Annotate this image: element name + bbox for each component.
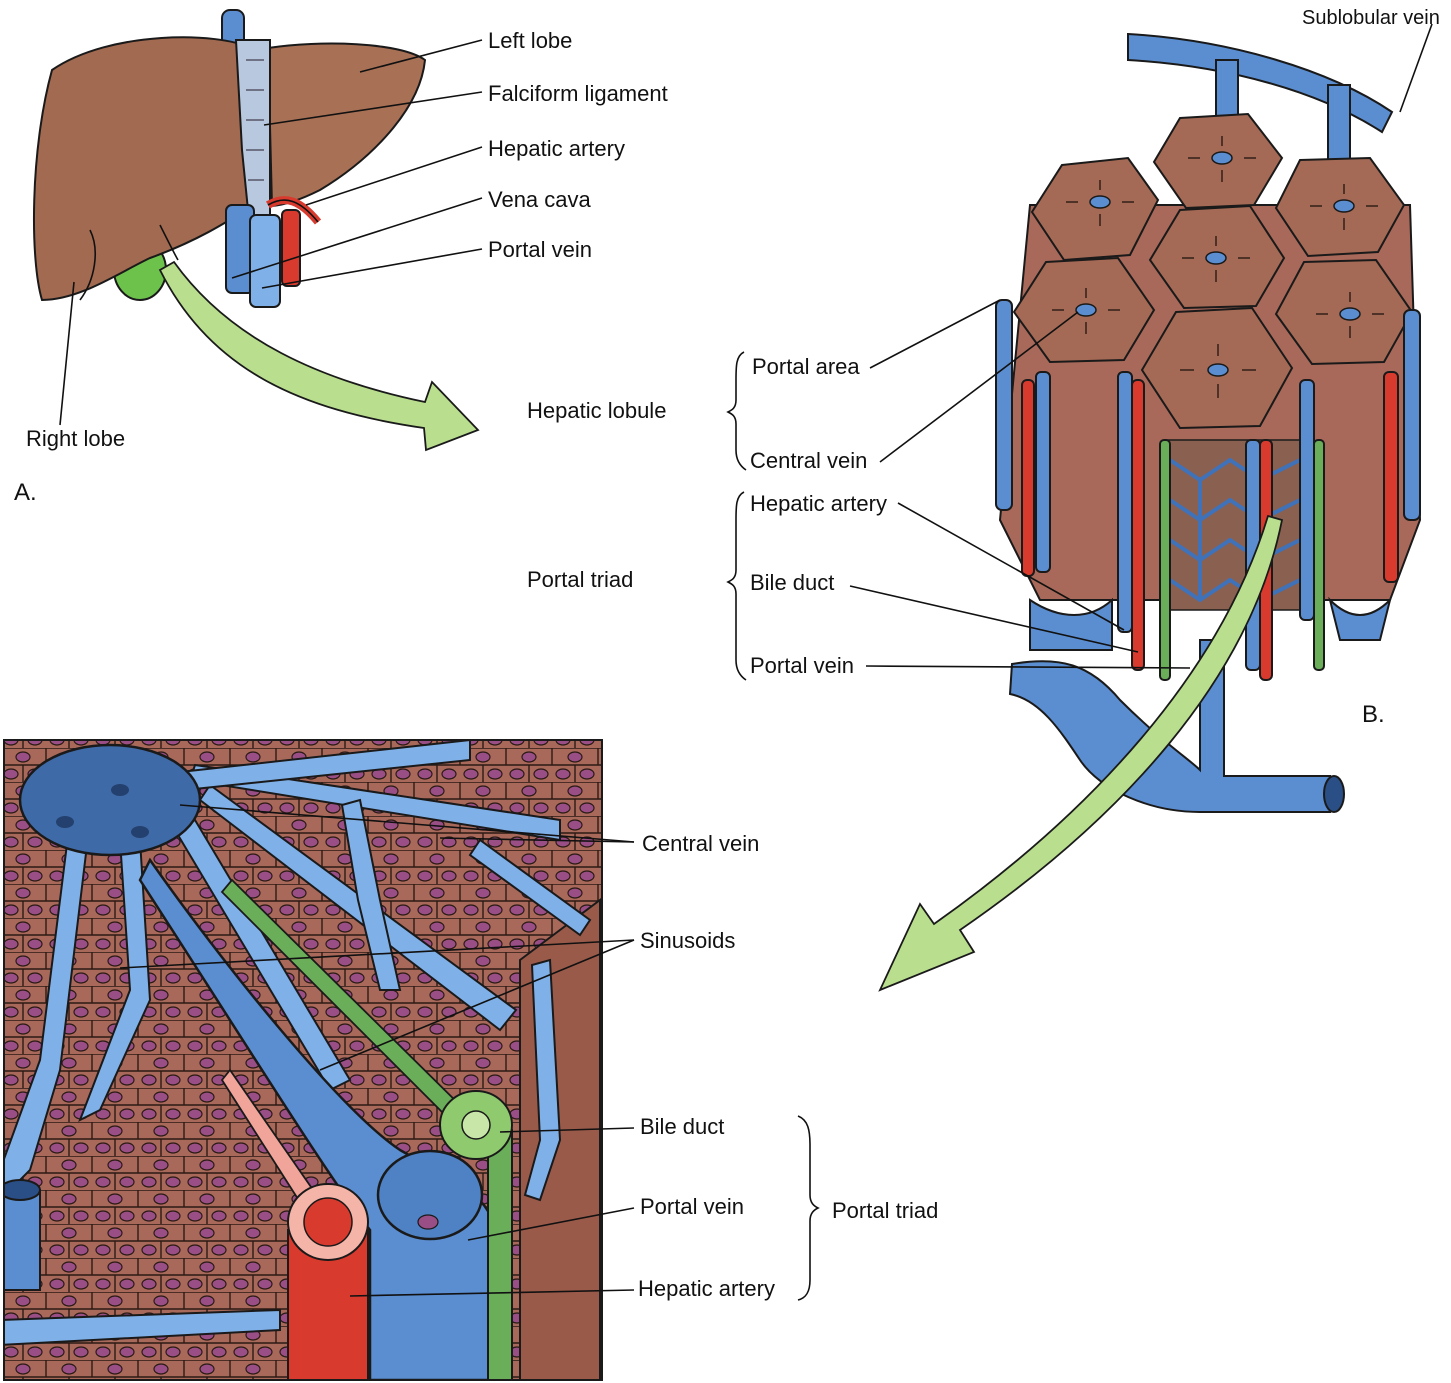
label-bile-duct-c: Bile duct: [640, 1114, 724, 1139]
panel-b-lobules: [996, 34, 1420, 812]
label-falciform-ligament: Falciform ligament: [488, 81, 668, 106]
label-hepatic-lobule: Hepatic lobule: [527, 398, 666, 423]
label-portal-triad-b: Portal triad: [527, 567, 633, 592]
hepatic-artery-a: [282, 210, 300, 286]
label-sinusoids: Sinusoids: [640, 928, 735, 953]
panel-b-letter: B.: [1362, 701, 1385, 728]
label-portal-vein-c: Portal vein: [640, 1194, 744, 1219]
label-central-vein-c: Central vein: [642, 831, 759, 856]
label-portal-vein-b: Portal vein: [750, 653, 854, 678]
label-portal-vein-a: Portal vein: [488, 237, 592, 262]
label-hepatic-artery-b: Hepatic artery: [750, 491, 887, 516]
label-hepatic-artery-a: Hepatic artery: [488, 136, 625, 161]
label-central-vein-b: Central vein: [750, 448, 867, 473]
arrow-a-to-b: [160, 262, 478, 450]
label-portal-area: Portal area: [752, 354, 860, 379]
label-hepatic-artery-c: Hepatic artery: [638, 1276, 775, 1301]
bile-duct-c: [488, 1130, 512, 1380]
central-vein-c: [20, 745, 200, 855]
portal-vein-a: [250, 215, 280, 307]
liver-left-lobe: [268, 44, 425, 206]
panel-a-letter: A.: [14, 479, 37, 506]
sublobular-vein: [1128, 34, 1392, 132]
panel-a-liver: [34, 10, 425, 307]
label-vena-cava: Vena cava: [488, 187, 592, 212]
label-sublobular-vein: Sublobular vein: [1302, 7, 1440, 29]
label-portal-triad-c: Portal triad: [832, 1198, 938, 1223]
label-left-lobe: Left lobe: [488, 28, 572, 53]
panel-c-detail: [0, 740, 602, 1380]
label-right-lobe: Right lobe: [26, 426, 125, 451]
label-bile-duct-b: Bile duct: [750, 570, 834, 595]
